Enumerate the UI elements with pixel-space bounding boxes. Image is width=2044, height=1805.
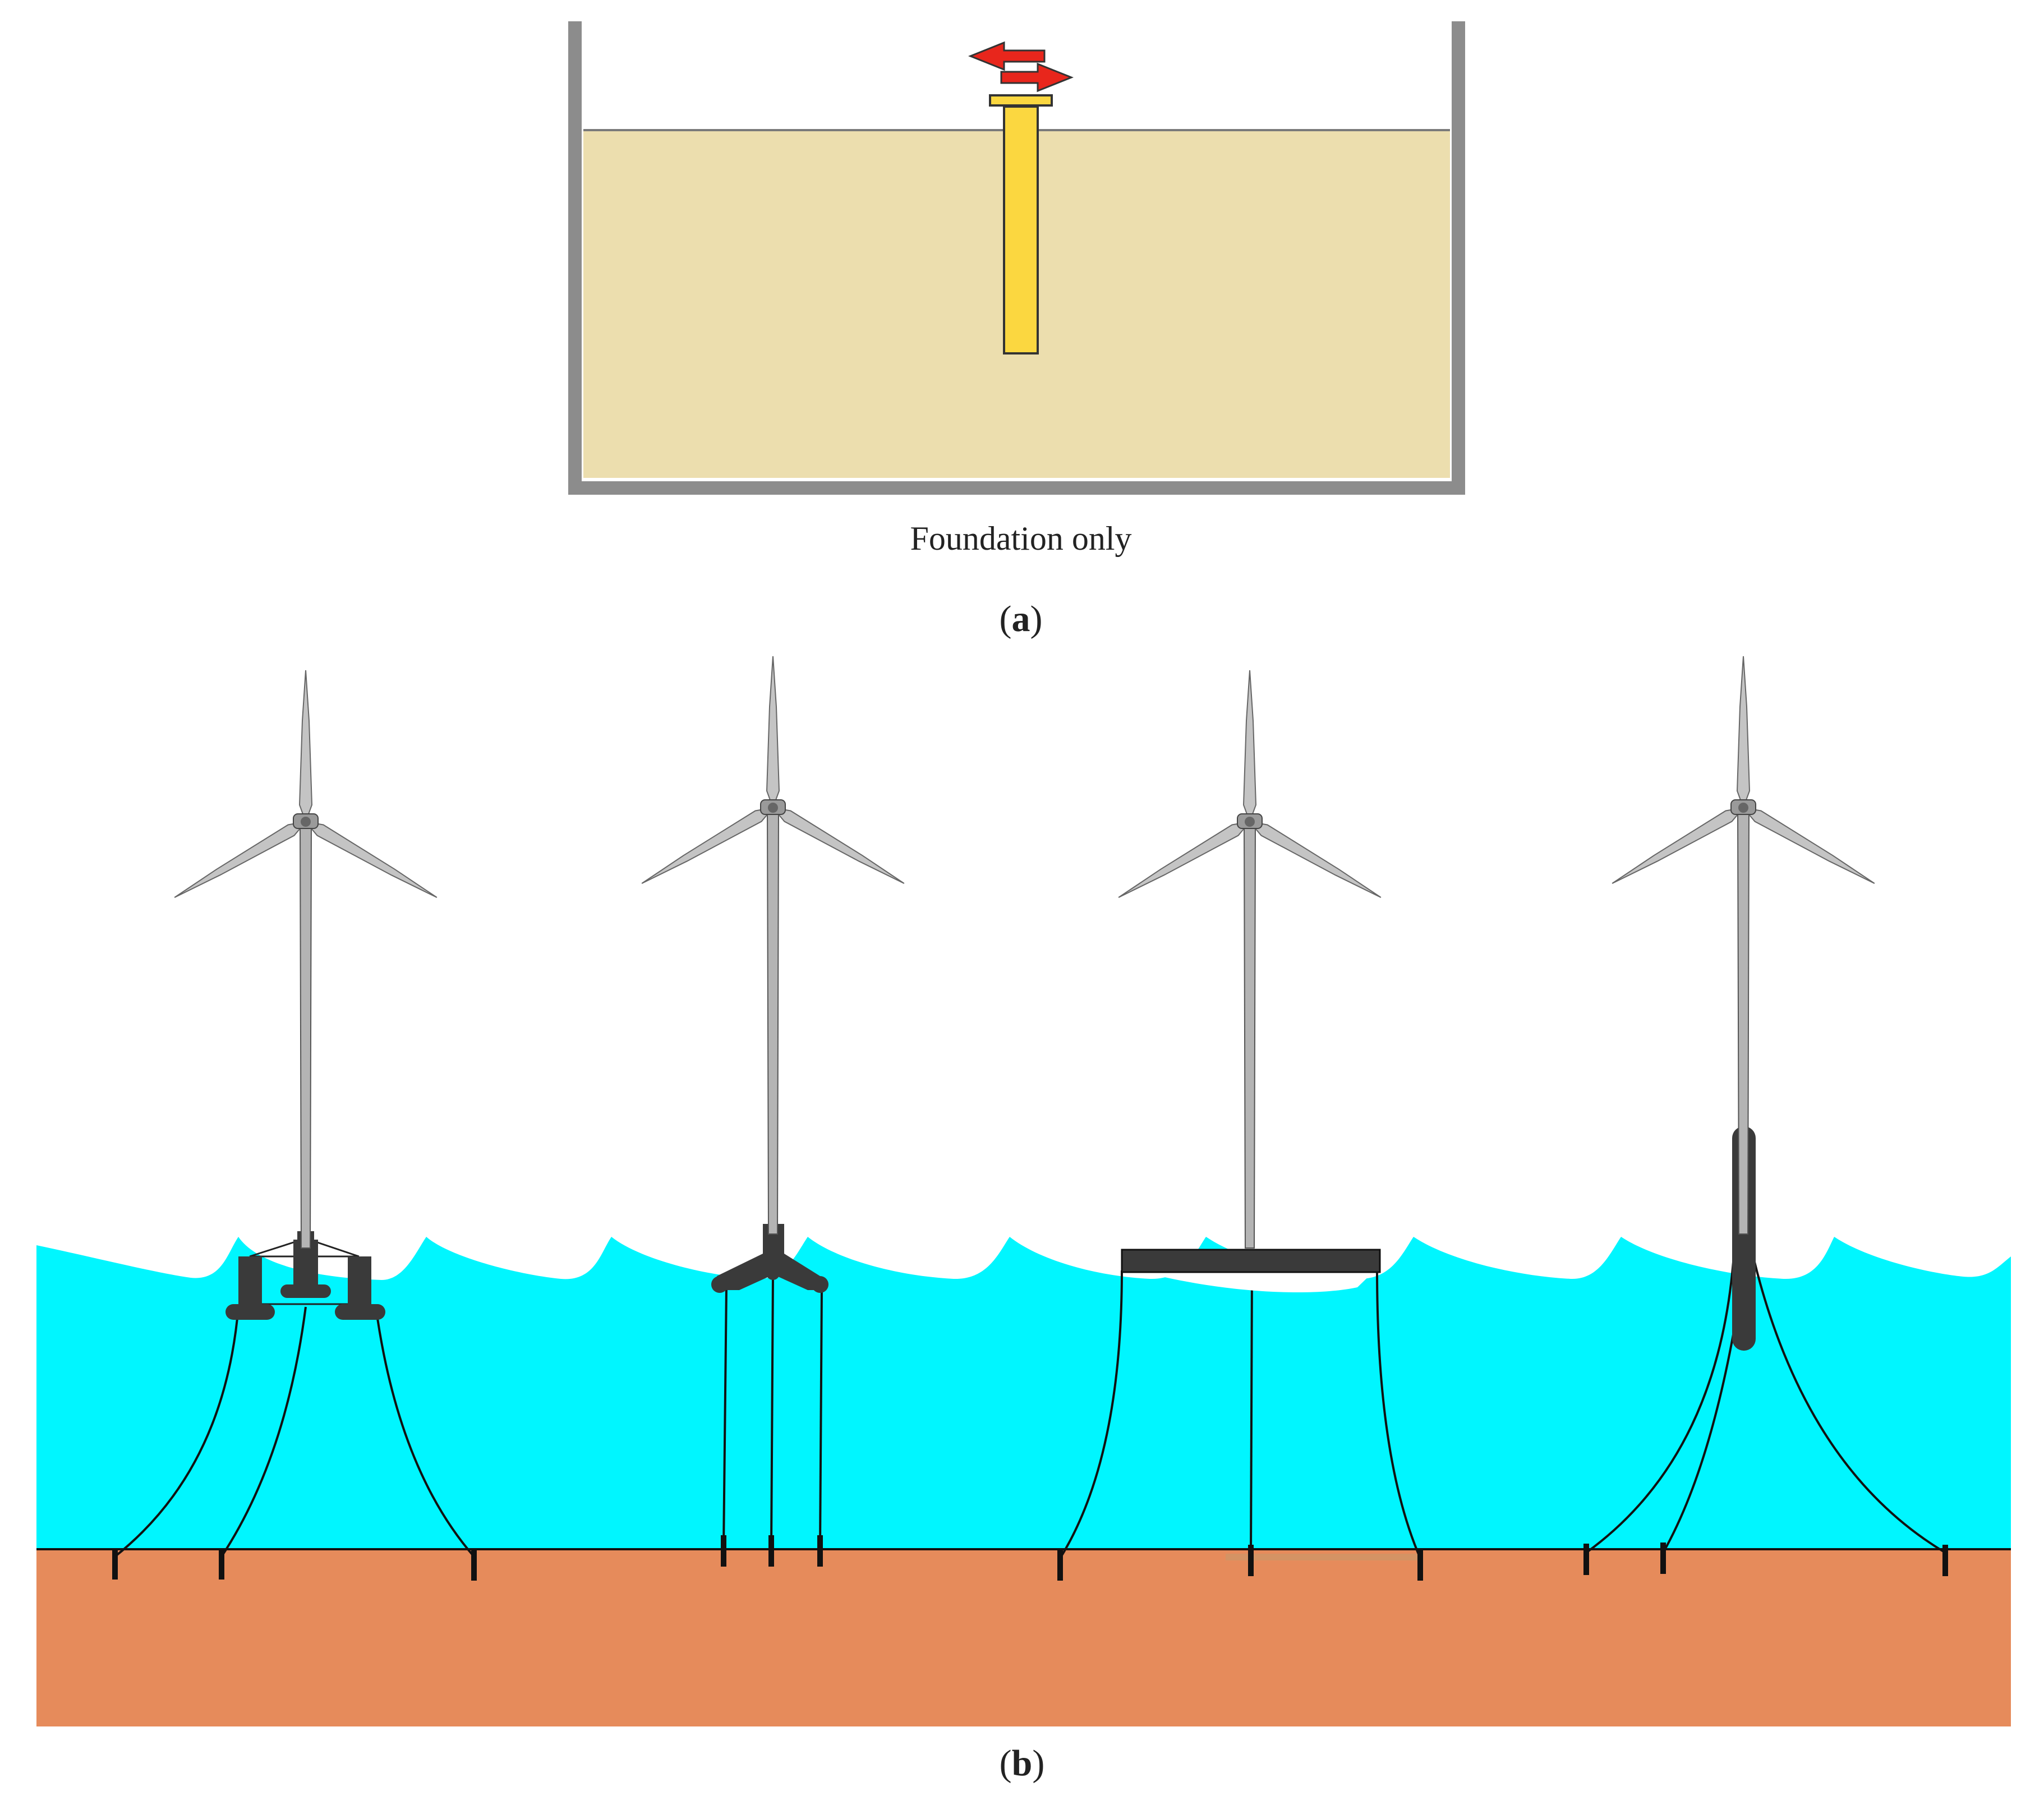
panel-a: Foundation only (a) <box>568 21 1465 639</box>
anchor <box>1942 1545 1948 1576</box>
sea-water <box>36 1237 2011 1549</box>
wind-turbine-icon <box>171 670 441 1249</box>
anchor <box>1417 1549 1423 1581</box>
anchor <box>1248 1545 1254 1576</box>
panel-b-label: (b) <box>1000 1743 1045 1784</box>
seabed <box>36 1548 2011 1726</box>
anchor <box>817 1535 823 1567</box>
foundation-caption: Foundation only <box>910 520 1131 557</box>
tank-wall <box>568 21 1465 495</box>
barge-floater <box>1057 1249 1423 1581</box>
anchor <box>1660 1542 1666 1574</box>
panel-a-label: (a) <box>1000 598 1043 639</box>
anchor <box>721 1535 726 1567</box>
double-horizontal-arrow-icon <box>968 41 1074 93</box>
panel-b: (b) <box>36 656 2011 1784</box>
anchor <box>112 1548 118 1580</box>
anchor <box>1583 1544 1589 1575</box>
anchor <box>768 1535 774 1567</box>
monopile <box>989 94 1053 354</box>
tension-leg-platform <box>711 1224 828 1567</box>
spar-floater <box>1583 1126 1948 1576</box>
anchor <box>471 1549 477 1581</box>
anchor <box>219 1548 224 1580</box>
wind-turbine-icon <box>1608 656 1879 1235</box>
wind-turbine-icon <box>638 656 908 1235</box>
semi-submersible-floater <box>112 1231 477 1581</box>
wind-turbine-icon <box>1115 670 1385 1249</box>
anchor <box>1057 1549 1063 1581</box>
